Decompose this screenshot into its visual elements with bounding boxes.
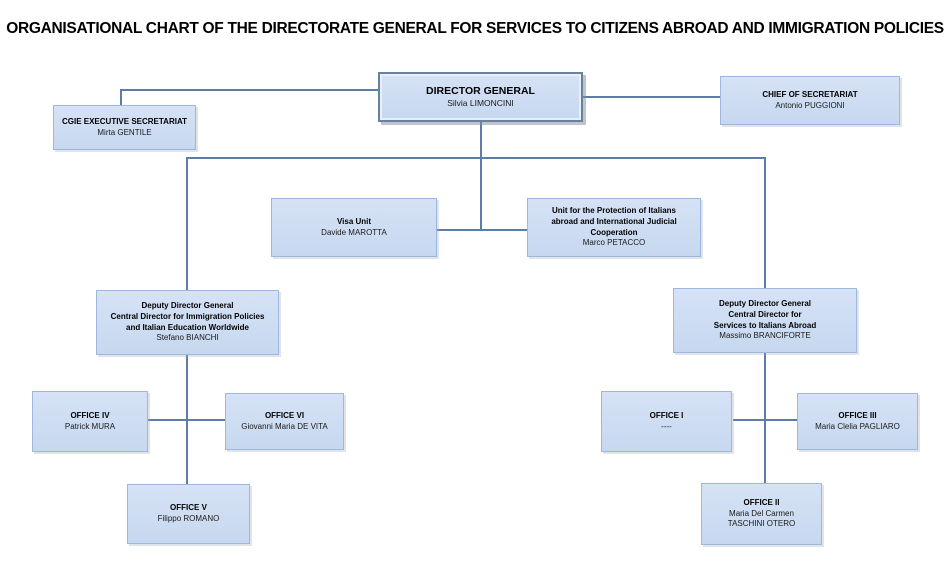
node-office-iii: OFFICE III Maria Clelia PAGLIARO	[797, 393, 918, 450]
connector-rail-to-right-deputy	[764, 157, 766, 288]
connector-office1-to-office3	[733, 419, 797, 421]
connector-right-deputy-to-offices	[764, 353, 766, 483]
node-title: Unit for the Protection of Italians abro…	[551, 205, 677, 237]
node-title: OFFICE I	[649, 410, 684, 420]
node-title: CHIEF OF SECRETARIAT	[762, 89, 858, 99]
connector-visa-to-protection	[437, 229, 527, 231]
node-protection-unit: Unit for the Protection of Italians abro…	[527, 198, 701, 257]
node-person-name: Giovanni Maria DE VITA	[241, 421, 328, 431]
node-person-name: ----	[661, 421, 672, 431]
node-cgie-executive-secretariat: CGIE EXECUTIVE SECRETARIAT Mirta GENTILE	[53, 105, 196, 150]
node-person-name: Maria Del Carmen TASCHINI OTERO	[727, 508, 796, 529]
node-person-name: Maria Clelia PAGLIARO	[815, 421, 900, 431]
node-deputy-director-general-immigration: Deputy Director General Central Director…	[96, 290, 279, 355]
page-title: ORGANISATIONAL CHART OF THE DIRECTORATE …	[6, 20, 944, 37]
node-office-i: OFFICE I ----	[601, 391, 732, 452]
node-title: OFFICE II	[743, 497, 780, 507]
connector-rail-to-left-deputy	[186, 157, 188, 290]
connector-dg-to-chief	[583, 96, 720, 98]
node-chief-of-secretariat: CHIEF OF SECRETARIAT Antonio PUGGIONI	[720, 76, 900, 125]
node-office-vi: OFFICE VI Giovanni Maria DE VITA	[225, 393, 344, 450]
node-title: CGIE EXECUTIVE SECRETARIAT	[61, 116, 188, 126]
node-title: OFFICE V	[170, 503, 207, 513]
node-person-name: Stefano BIANCHI	[156, 333, 219, 343]
connector-dg-to-cgie-horizontal	[121, 89, 378, 91]
node-person-name: Mirta GENTILE	[97, 127, 152, 137]
node-office-ii: OFFICE II Maria Del Carmen TASCHINI OTER…	[701, 483, 822, 545]
node-office-iv: OFFICE IV Patrick MURA	[32, 391, 148, 452]
node-title: OFFICE III	[838, 410, 877, 420]
node-director-general: DIRECTOR GENERAL Silvia LIMONCINI	[378, 72, 583, 122]
node-title: Deputy Director General Central Director…	[713, 298, 817, 330]
node-person-name: Massimo BRANCIFORTE	[719, 331, 811, 341]
connector-dg-down	[480, 122, 482, 231]
node-title: Deputy Director General Central Director…	[110, 300, 265, 332]
node-visa-unit: Visa Unit Davide MAROTTA	[271, 198, 437, 257]
node-office-v: OFFICE V Filippo ROMANO	[127, 484, 250, 544]
connector-dg-to-cgie-vertical	[120, 89, 122, 106]
node-title: OFFICE IV	[70, 410, 110, 420]
node-person-name: Silvia LIMONCINI	[447, 98, 514, 109]
node-person-name: Davide MAROTTA	[321, 227, 387, 237]
connector-office4-to-office6	[148, 419, 225, 421]
node-person-name: Marco PETACCO	[582, 238, 646, 248]
node-title: DIRECTOR GENERAL	[426, 85, 535, 98]
node-person-name: Filippo ROMANO	[157, 514, 220, 523]
node-person-name: Patrick MURA	[64, 421, 116, 431]
node-deputy-director-general-services: Deputy Director General Central Director…	[673, 288, 857, 353]
connector-deputies-rail	[186, 157, 766, 159]
node-title: OFFICE VI	[264, 410, 305, 420]
node-title: Visa Unit	[336, 216, 372, 226]
node-person-name: Antonio PUGGIONI	[775, 100, 845, 110]
